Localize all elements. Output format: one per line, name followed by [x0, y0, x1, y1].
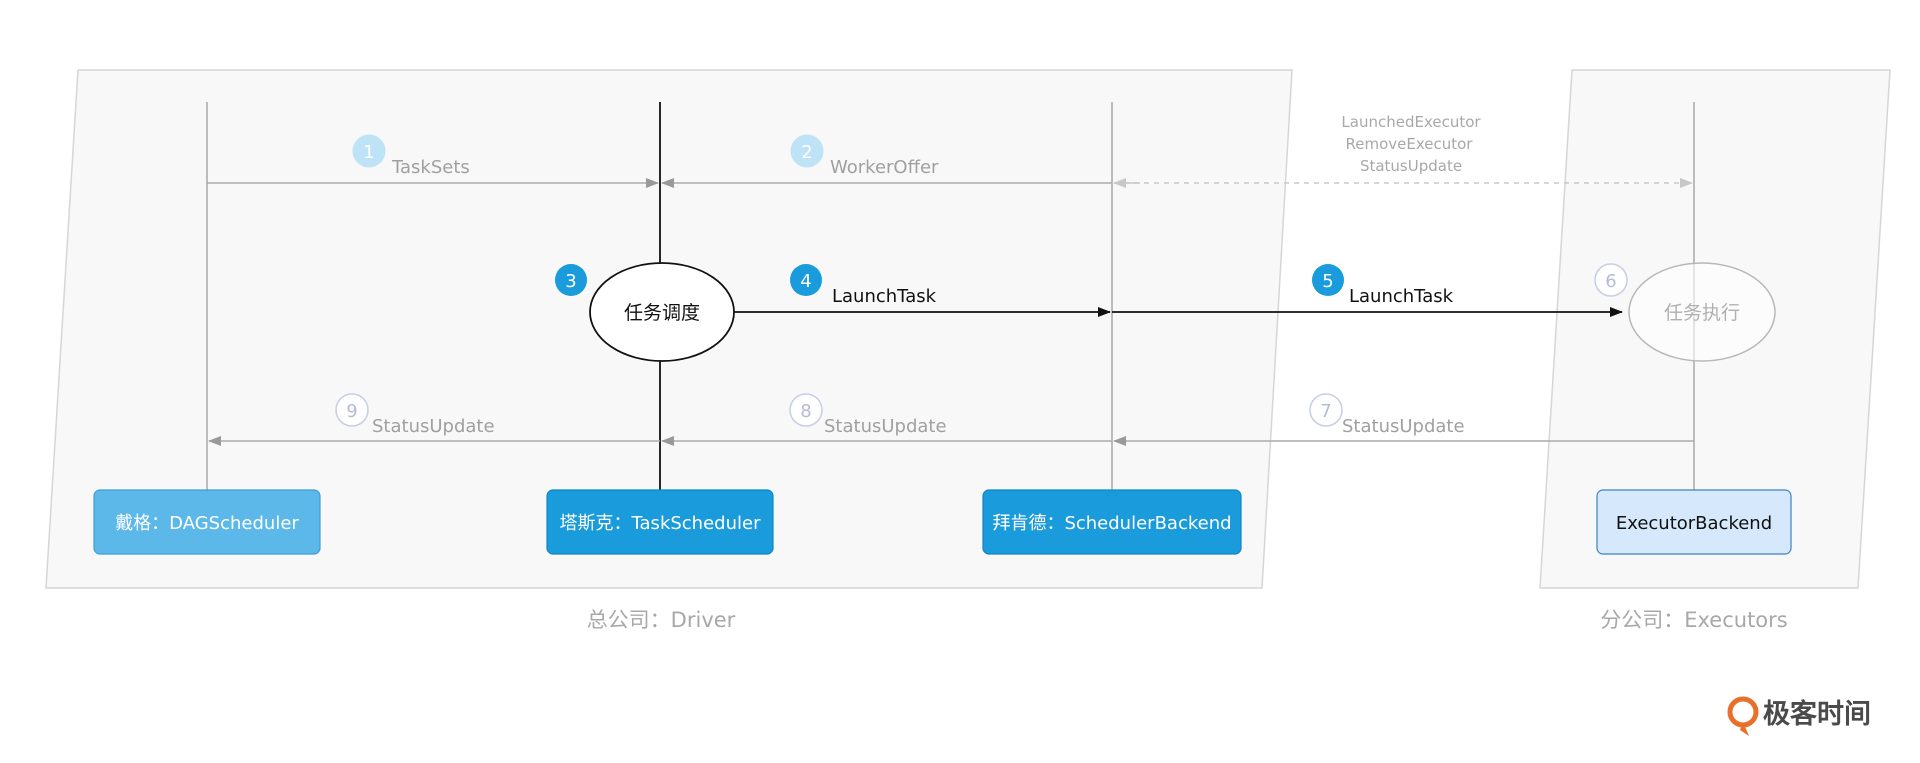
dag-scheduler-label: 戴格：DAGScheduler	[115, 513, 299, 534]
execute-node-label: 任务执行	[1664, 302, 1740, 324]
step-8-number: 8	[800, 401, 811, 422]
schedule-node-label: 任务调度	[624, 302, 700, 324]
step-9-label: StatusUpdate	[372, 416, 495, 437]
step-1-label: TaskSets	[391, 157, 470, 178]
step-9-badge: 9	[335, 393, 369, 427]
step-8-badge: 8	[789, 393, 823, 427]
driver-caption: 总公司：Driver	[587, 608, 736, 632]
step-4-number: 4	[800, 271, 811, 292]
schedule-node	[589, 262, 735, 362]
task-scheduler-label: 塔斯克：TaskScheduler	[560, 513, 762, 534]
scheduler-backend-box: 拜肯德：SchedulerBackend	[982, 489, 1242, 555]
task-scheduler-box: 塔斯克：TaskScheduler	[546, 489, 774, 555]
step-7-badge: 7	[1309, 393, 1343, 427]
executor-message-remove: RemoveExecutor	[1346, 135, 1474, 153]
step-6-badge: 6	[1594, 263, 1628, 297]
executor-message-launched: LaunchedExecutor	[1341, 113, 1481, 131]
step-3-number: 3	[565, 271, 576, 292]
executor-message-status: StatusUpdate	[1360, 157, 1462, 175]
executor-backend-label: ExecutorBackend	[1616, 513, 1772, 534]
step-2-number: 2	[801, 142, 812, 163]
executor-backend-box: ExecutorBackend	[1596, 489, 1792, 555]
step-2-label: WorkerOffer	[830, 157, 939, 178]
step-1-number: 1	[363, 142, 374, 163]
step-9-number: 9	[346, 401, 357, 422]
step-4-badge: 4	[790, 264, 822, 296]
step-7-label: StatusUpdate	[1342, 416, 1465, 437]
step-2-badge: 2	[790, 134, 824, 168]
step-4-label: LaunchTask	[832, 286, 937, 307]
step-5-number: 5	[1322, 271, 1333, 292]
dag-scheduler-box: 戴格：DAGScheduler	[93, 489, 321, 555]
step-8-label: StatusUpdate	[824, 416, 947, 437]
step-7-number: 7	[1320, 401, 1331, 422]
brand-logo: 极客时间	[1727, 696, 1871, 736]
step-6-number: 6	[1605, 271, 1616, 292]
executors-caption: 分公司：Executors	[1600, 608, 1787, 632]
execute-node	[1628, 262, 1776, 362]
scheduler-backend-label: 拜肯德：SchedulerBackend	[992, 513, 1231, 534]
step-5-badge: 5	[1312, 264, 1344, 296]
brand-name: 极客时间	[1763, 698, 1871, 730]
brand-logo-icon	[1727, 696, 1759, 736]
step-1-badge: 1	[352, 134, 386, 168]
step-5-label: LaunchTask	[1349, 286, 1454, 307]
step-3-badge: 3	[555, 264, 587, 296]
